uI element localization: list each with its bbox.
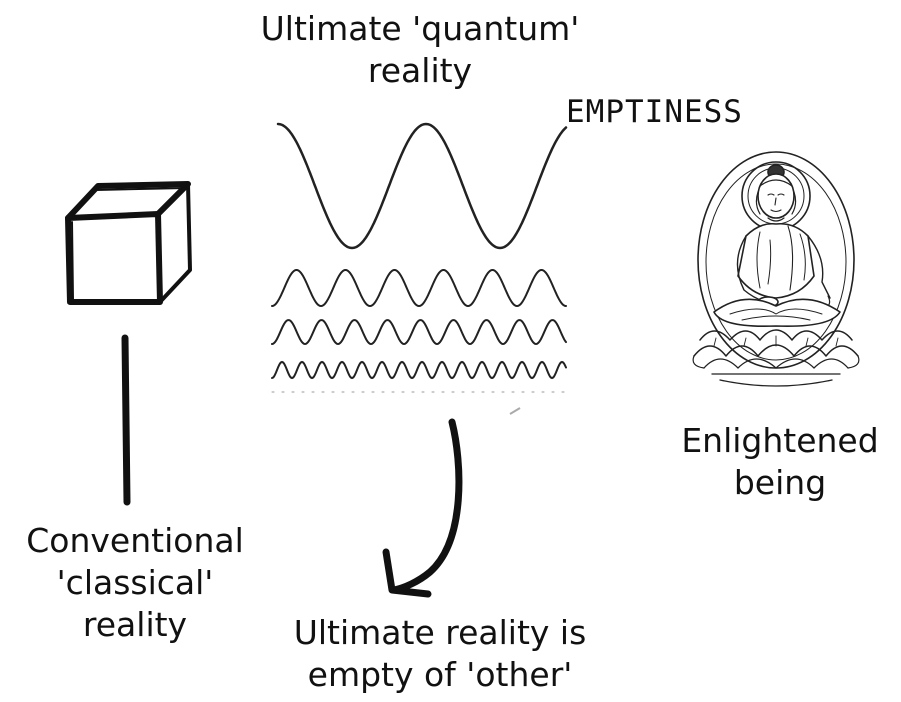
- ultimate-reality-empty-label: Ultimate reality is empty of 'other': [250, 612, 630, 696]
- stray-mark: [509, 407, 521, 415]
- wave-pattern-icon: [271, 122, 568, 393]
- cube-drawing-icon: [65, 181, 192, 305]
- medium-wave-1: [271, 269, 567, 308]
- conventional-line-1: Conventional: [26, 521, 244, 560]
- enlightened-being-label: Enlightened being: [655, 420, 901, 504]
- cube-connector-line: [121, 334, 131, 506]
- large-wave: [276, 122, 568, 250]
- enlightened-line-1: Enlightened: [681, 421, 879, 460]
- quantum-title-line-2: reality: [367, 51, 473, 91]
- quantum-title-line-1: Ultimate 'quantum': [260, 9, 580, 48]
- conventional-reality-label: Conventional 'classical' reality: [0, 520, 270, 647]
- buddha-figure-icon: [692, 151, 860, 387]
- ultimate-empty-line-1: Ultimate reality is: [293, 613, 587, 652]
- small-wave: [271, 360, 567, 380]
- enlightened-line-2: being: [733, 463, 827, 503]
- ultimate-empty-line-2: empty of 'other': [307, 655, 573, 695]
- conventional-line-3: reality: [82, 605, 188, 645]
- conventional-line-2: 'classical': [56, 563, 214, 603]
- emptiness-label: EMPTINESS: [566, 94, 743, 130]
- curved-arrow-icon: [382, 418, 463, 598]
- quantum-reality-title: Ultimate 'quantum' reality: [200, 8, 640, 92]
- medium-wave-2: [271, 319, 567, 346]
